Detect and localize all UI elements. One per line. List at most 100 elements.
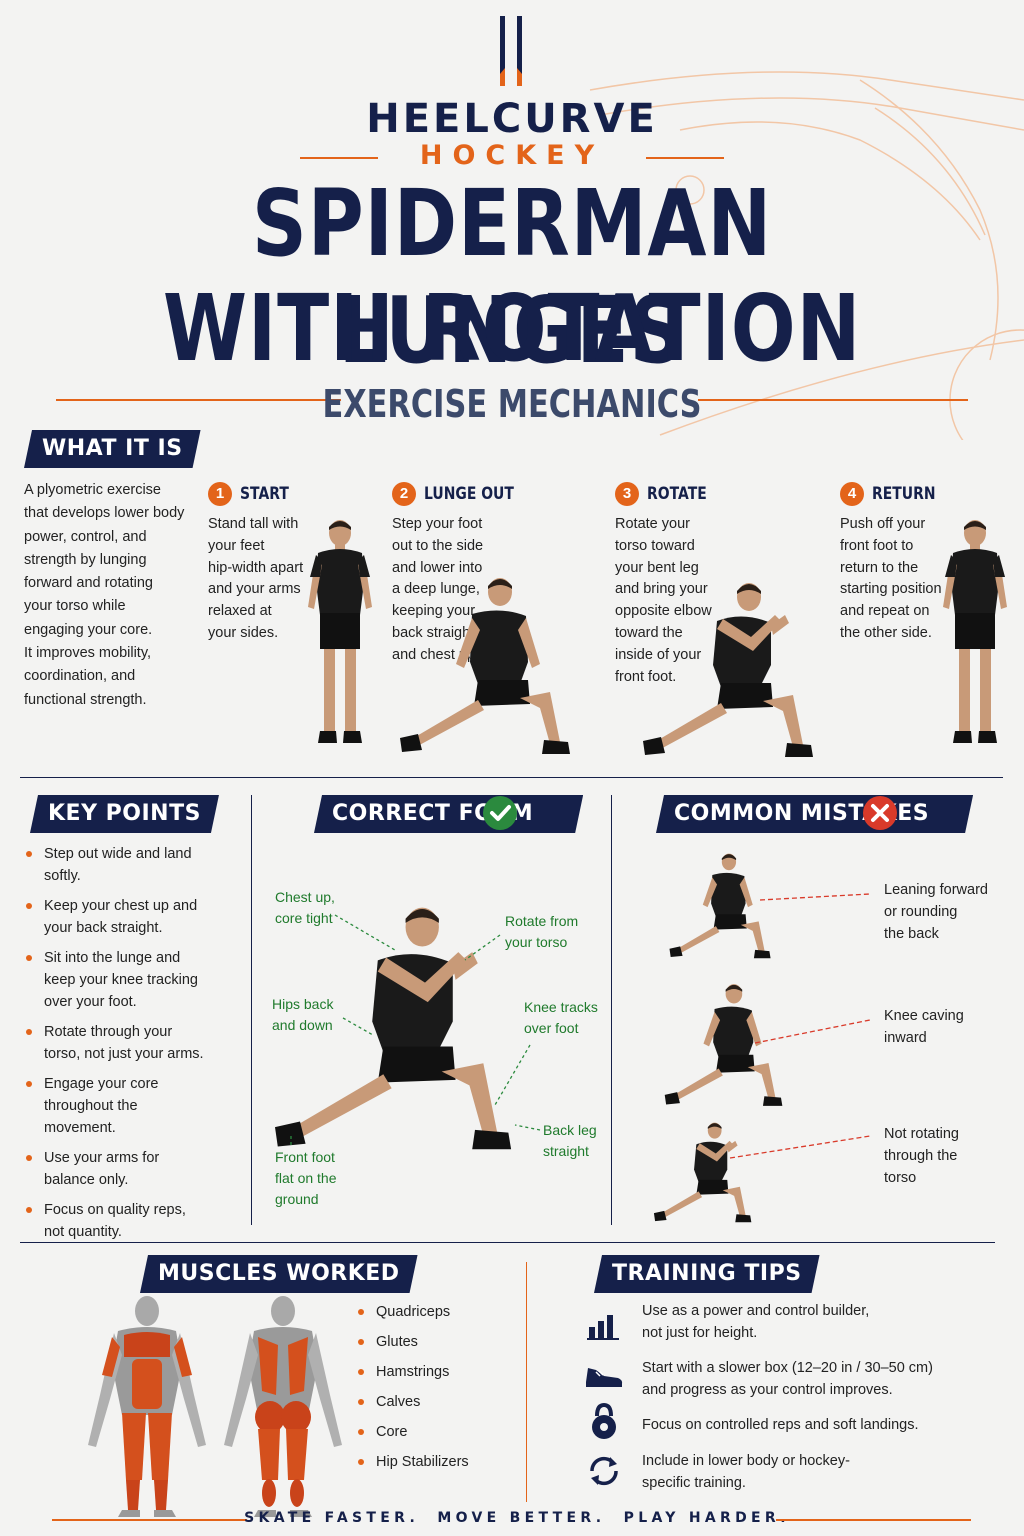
subtitle-rule-right xyxy=(698,399,968,401)
step-line: out to the side xyxy=(392,537,484,554)
step-line: the other side. xyxy=(840,624,932,641)
line: Start with a slower box (12–20 in / 30–5… xyxy=(642,1360,933,1376)
footer-rule-left xyxy=(52,1519,247,1521)
bar-chart-icon xyxy=(587,1315,619,1340)
line: Chest up, xyxy=(275,889,335,905)
divider xyxy=(526,1262,527,1502)
muscles-list: Quadriceps Glutes Hamstrings Calves Core… xyxy=(356,1301,516,1481)
step-line: front foot to xyxy=(840,537,914,554)
figure-rotate xyxy=(643,583,813,757)
what-line: power, control, and xyxy=(24,528,147,545)
step-line: and your arms xyxy=(208,581,301,598)
line: Focus on quality reps, xyxy=(44,1202,186,1218)
footer-rule-right xyxy=(776,1519,971,1521)
title-line-2: WITH ROTATION xyxy=(162,275,862,382)
line: through the xyxy=(884,1148,958,1164)
step-line: back straight xyxy=(392,624,475,641)
line: ground xyxy=(275,1191,319,1207)
line: over your foot. xyxy=(44,994,137,1010)
what-line: forward and rotating xyxy=(24,575,153,592)
line: inward xyxy=(884,1030,927,1046)
line: Engage your core xyxy=(44,1076,159,1092)
line: or rounding xyxy=(884,904,958,920)
line: Keep your chest up and xyxy=(44,898,198,914)
step-number: 4 xyxy=(840,482,864,506)
line: Focus on controlled reps and soft landin… xyxy=(642,1417,919,1433)
divider xyxy=(20,1242,995,1243)
line: Back leg xyxy=(543,1122,597,1138)
kettlebell-icon xyxy=(592,1402,616,1439)
step-line: relaxed at xyxy=(208,603,272,620)
list-item: Hip Stabilizers xyxy=(356,1451,516,1473)
step-line: and repeat on xyxy=(840,603,930,620)
line: balance only. xyxy=(44,1172,129,1188)
figure-return xyxy=(943,520,1007,743)
check-icon xyxy=(483,796,517,830)
subtitle-rule-left xyxy=(56,399,341,401)
step-number: 1 xyxy=(208,482,232,506)
line: over foot xyxy=(524,1020,579,1036)
step-line: your bent leg xyxy=(615,559,699,576)
brand-name: HEELCURVE xyxy=(366,96,658,142)
line: and progress as your control improves. xyxy=(642,1382,893,1398)
line: softly. xyxy=(44,868,81,884)
line: throughout the xyxy=(44,1098,138,1114)
figure-lunge xyxy=(400,578,570,754)
mistake-2: Knee caving inward xyxy=(884,1005,964,1049)
list-item: Quadriceps xyxy=(356,1301,516,1323)
label-rotate: Rotate from your torso xyxy=(505,911,578,953)
step-line: your feet xyxy=(208,537,265,554)
label-hips: Hips back and down xyxy=(272,994,333,1036)
what-it-is-heading: WHAT IT IS xyxy=(24,430,201,468)
line: specific training. xyxy=(642,1475,746,1491)
what-line: strength by lunging xyxy=(24,551,147,568)
correct-form-heading: CORRECT FORM xyxy=(314,795,583,833)
line: Hips back xyxy=(272,996,334,1012)
line: Not rotating xyxy=(884,1126,959,1142)
line: and down xyxy=(272,1017,333,1033)
step-line: hip-width apart xyxy=(208,559,304,576)
common-mistakes-heading: COMMON MISTAKES xyxy=(656,795,973,833)
line: Include in lower body or hockey- xyxy=(642,1453,850,1469)
tip-3: Focus on controlled reps and soft landin… xyxy=(642,1414,918,1436)
list-item: Calves xyxy=(356,1391,516,1413)
step-line: Stand tall with xyxy=(208,516,299,532)
line: not just for height. xyxy=(642,1325,758,1341)
line: Rotate from xyxy=(505,913,579,929)
brand-sub-line-left xyxy=(300,157,378,159)
step-number: 3 xyxy=(615,482,639,506)
step-line: and lower into xyxy=(392,559,483,576)
step-line: return to the xyxy=(840,559,919,576)
line: Step out wide and land xyxy=(44,846,192,862)
training-tips-heading: TRAINING TIPS xyxy=(594,1255,820,1293)
step-line: and bring your xyxy=(615,581,708,598)
key-points-list: Step out wide and land softly. Keep your … xyxy=(24,843,239,1251)
line: torso, not just your arms. xyxy=(44,1046,204,1062)
line: your torso xyxy=(505,934,568,950)
what-line: your torso while xyxy=(24,598,126,615)
step-line: front foot. xyxy=(615,668,677,685)
mistake-pointers xyxy=(729,893,871,1159)
line: keep your knee tracking xyxy=(44,972,198,988)
step-line: opposite elbow xyxy=(615,603,712,620)
step-line: Step your foot xyxy=(392,516,483,532)
list-item: Keep your chest up and your back straight… xyxy=(24,895,239,939)
what-line: that develops lower body xyxy=(24,505,185,522)
line: flat on the xyxy=(275,1170,337,1186)
anatomy-front-icon xyxy=(88,1296,206,1517)
what-line: A plyometric exercise xyxy=(24,482,161,498)
line: not quantity. xyxy=(44,1224,122,1240)
brand-logo-icon xyxy=(500,16,522,86)
line: Knee caving xyxy=(884,1008,964,1024)
divider xyxy=(251,795,252,1225)
correct-form-pointers xyxy=(290,914,541,1145)
what-line: engaging your core. xyxy=(24,621,153,638)
tip-4: Include in lower body or hockey-specific… xyxy=(642,1450,850,1494)
line: your back straight. xyxy=(44,920,163,936)
